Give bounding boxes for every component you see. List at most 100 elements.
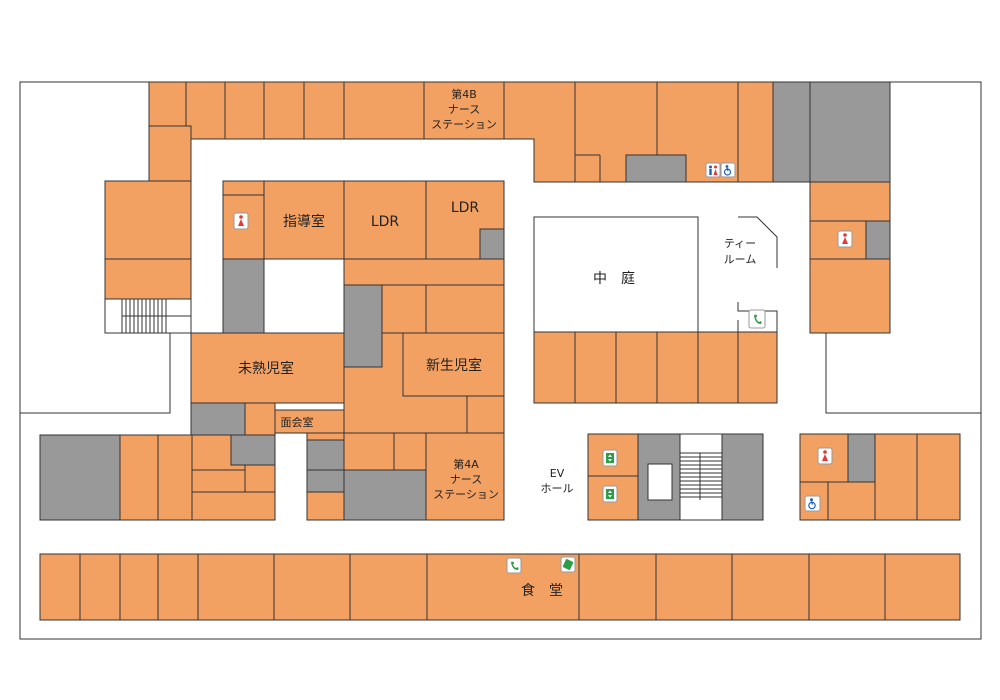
room bbox=[263, 81, 305, 140]
room bbox=[119, 434, 159, 521]
room bbox=[197, 553, 275, 621]
courtyard bbox=[533, 216, 699, 333]
service-room bbox=[625, 154, 687, 183]
bottom-rooms bbox=[39, 553, 961, 621]
room bbox=[737, 81, 774, 183]
room bbox=[157, 434, 193, 521]
room bbox=[426, 395, 505, 434]
restroom-icon bbox=[817, 447, 833, 465]
elevator-icon bbox=[602, 449, 618, 467]
tea-room-outline bbox=[737, 216, 778, 333]
room bbox=[393, 432, 427, 471]
room bbox=[874, 433, 918, 521]
ldr-room bbox=[343, 180, 427, 260]
visiting-room-label: 面会室 bbox=[281, 415, 314, 429]
ev-hall-label: EV bbox=[550, 467, 565, 480]
phone-icon bbox=[748, 309, 766, 329]
room bbox=[185, 81, 226, 140]
room bbox=[737, 331, 778, 404]
restroom-icon bbox=[837, 230, 853, 248]
service-room bbox=[772, 81, 811, 183]
nurse-station-4b bbox=[423, 81, 505, 140]
room bbox=[656, 331, 699, 404]
nurse-4a-label: ナース bbox=[450, 473, 482, 486]
room bbox=[827, 481, 876, 521]
room bbox=[343, 432, 395, 471]
room bbox=[119, 553, 159, 621]
room bbox=[306, 491, 345, 521]
service-room bbox=[230, 434, 276, 466]
room bbox=[303, 81, 345, 140]
newborn-room bbox=[402, 332, 505, 397]
service-room bbox=[306, 469, 345, 493]
service-room bbox=[479, 228, 505, 260]
room bbox=[343, 81, 425, 140]
wheelchair-icon bbox=[804, 495, 821, 512]
premature-room-label: 未熟児室 bbox=[238, 360, 294, 377]
room bbox=[533, 331, 576, 404]
room bbox=[731, 553, 810, 621]
nurse-4a-label: ステーション bbox=[433, 488, 499, 501]
ldr-2-label: LDR bbox=[451, 200, 480, 216]
lower-left-block bbox=[39, 434, 276, 521]
room bbox=[425, 284, 505, 334]
dining-hall-label: 食 堂 bbox=[521, 582, 563, 599]
room bbox=[39, 553, 81, 621]
stairs bbox=[647, 463, 673, 501]
center-left-block bbox=[190, 180, 505, 521]
tea-room-label: ティー bbox=[724, 237, 756, 250]
middle-rooms bbox=[533, 331, 778, 404]
elevator-icon bbox=[602, 485, 618, 503]
nurse-station-4a bbox=[425, 432, 505, 521]
ev-hall-label: ホール bbox=[541, 482, 574, 495]
room bbox=[578, 553, 657, 621]
room bbox=[157, 553, 199, 621]
room bbox=[615, 331, 658, 404]
room bbox=[104, 180, 192, 260]
room bbox=[79, 553, 121, 621]
room bbox=[349, 553, 428, 621]
nurse-4b-label: ナース bbox=[448, 103, 480, 116]
room bbox=[809, 258, 891, 334]
elevator bbox=[587, 433, 639, 477]
service-room bbox=[847, 433, 876, 483]
guidance-room-label: 指導室 bbox=[283, 213, 325, 230]
wheelchair-icon bbox=[720, 162, 736, 178]
nurse-4b-label: 第4B bbox=[451, 87, 477, 101]
service-room bbox=[865, 220, 891, 260]
room bbox=[343, 258, 505, 286]
room bbox=[916, 433, 961, 521]
room bbox=[381, 284, 427, 334]
elevator-block bbox=[587, 433, 764, 521]
room bbox=[574, 331, 617, 404]
nurse-4a-label: 第4A bbox=[453, 457, 479, 471]
room bbox=[273, 553, 351, 621]
stairs-lines bbox=[680, 452, 722, 500]
room bbox=[884, 553, 961, 621]
service-room bbox=[343, 469, 427, 521]
service-room bbox=[809, 81, 891, 183]
stairs-lines bbox=[121, 299, 191, 333]
service-room bbox=[306, 439, 345, 471]
service-room bbox=[721, 433, 764, 521]
premature-room bbox=[190, 332, 345, 404]
left-wing bbox=[20, 180, 192, 414]
newborn-room-label: 新生児室 bbox=[426, 357, 482, 374]
room bbox=[148, 125, 192, 182]
service-room bbox=[39, 434, 121, 521]
room bbox=[104, 258, 192, 300]
ldr-1-label: LDR bbox=[371, 214, 400, 230]
restroom-icon bbox=[705, 162, 721, 178]
room bbox=[697, 331, 739, 404]
room bbox=[808, 553, 886, 621]
right-wing bbox=[799, 181, 981, 521]
service-room bbox=[222, 258, 265, 334]
service-room bbox=[190, 402, 246, 436]
restroom-icon bbox=[233, 212, 249, 230]
room bbox=[224, 81, 265, 140]
service-room bbox=[343, 284, 383, 368]
nurse-4b-label: ステーション bbox=[431, 118, 497, 131]
room bbox=[244, 402, 276, 436]
room bbox=[148, 81, 187, 127]
